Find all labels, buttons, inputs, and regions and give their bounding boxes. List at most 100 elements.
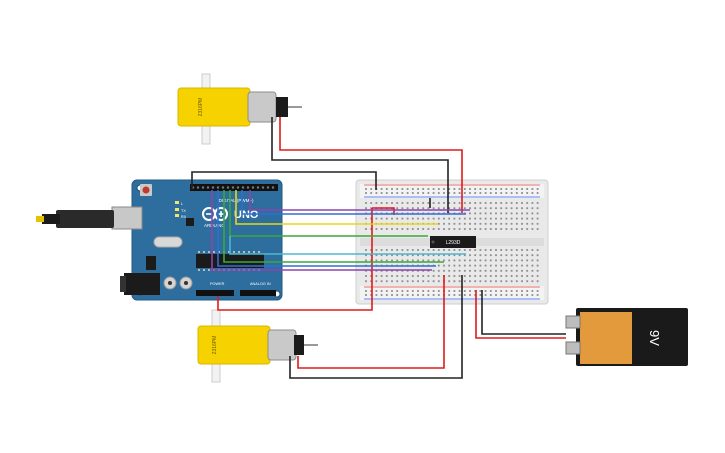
reset-button-cap[interactable]	[142, 186, 150, 194]
breadboard-hole	[427, 294, 430, 296]
breadboard-hole	[500, 188, 503, 190]
breadboard-hole	[417, 202, 419, 204]
board-brand: UNO	[234, 209, 259, 221]
breadboard-hole	[448, 264, 451, 267]
breadboard-hole	[231, 186, 235, 189]
breadboard-hole	[411, 188, 414, 190]
wire-red	[279, 117, 463, 213]
led-tx-label: TX	[181, 209, 186, 213]
breadboard-hole	[500, 249, 503, 251]
breadboard-hole	[385, 290, 388, 292]
dc-motor-bottom[interactable]: 2316PM	[197, 309, 318, 383]
breadboard-hole	[396, 259, 399, 262]
breadboard-hole	[526, 217, 529, 220]
breadboard-hole	[500, 228, 503, 230]
battery-terminal-negative	[565, 341, 581, 355]
breadboard-hole	[526, 212, 529, 215]
breadboard-hole	[495, 290, 497, 292]
analog-label: ANALOG IN	[250, 282, 271, 286]
breadboard-hole	[211, 186, 215, 189]
breadboard-hole	[469, 290, 471, 292]
breadboard-hole	[484, 254, 487, 257]
breadboard-hole	[453, 222, 456, 225]
breadboard-hole	[391, 228, 393, 230]
breadboard-hole	[422, 188, 425, 190]
breadboard-hole	[437, 280, 440, 283]
breadboard-hole	[458, 294, 461, 296]
breadboard-hole	[510, 202, 513, 204]
breadboard-hole	[448, 280, 451, 283]
breadboard-hole	[375, 259, 378, 262]
breadboard-hole	[505, 294, 508, 296]
breadboard-hole	[417, 188, 419, 190]
breadboard-hole	[495, 269, 497, 272]
breadboard-hole	[258, 251, 260, 253]
breadboard-hole	[474, 192, 477, 194]
breadboard-hole	[521, 259, 523, 262]
breadboard-hole	[521, 264, 523, 267]
arduino-uno[interactable]: DIGITAL (PWM~) UNO ARDUINO L TX RX	[36, 179, 283, 301]
breadboard-hole	[521, 217, 523, 220]
breadboard-hole	[469, 228, 471, 230]
breadboard-hole	[448, 290, 451, 292]
breadboard-hole	[406, 290, 409, 292]
breadboard-hole	[443, 222, 445, 225]
breadboard-hole	[406, 207, 409, 210]
breadboard-hole	[370, 192, 373, 194]
breadboard-hole	[385, 294, 388, 296]
breadboard-hole	[453, 192, 456, 194]
breadboard-hole	[495, 254, 497, 257]
breadboard-hole	[380, 294, 383, 296]
breadboard-hole	[515, 192, 518, 194]
breadboard-hole	[427, 290, 430, 292]
breadboard-hole	[479, 264, 482, 267]
dc-motor-top[interactable]: 2316PM	[177, 73, 302, 145]
breadboard-hole	[500, 269, 503, 272]
breadboard-hole	[495, 259, 497, 262]
breadboard-hole	[396, 290, 399, 292]
l293d-chip[interactable]: L293D	[430, 236, 476, 248]
breadboard-hole	[510, 290, 513, 292]
breadboard-hole	[380, 254, 383, 257]
breadboard-hole	[453, 259, 456, 262]
breadboard-hole	[437, 294, 440, 296]
breadboard-hole	[443, 264, 445, 267]
wire-blue	[217, 190, 436, 267]
led-l-label: L	[181, 202, 183, 206]
breadboard-hole	[500, 294, 503, 296]
breadboard-hole	[437, 249, 440, 251]
breadboard-hole	[422, 294, 425, 296]
breadboard-hole	[536, 275, 539, 277]
breadboard-hole	[500, 259, 503, 262]
breadboard-hole	[458, 222, 461, 225]
breadboard-hole	[401, 259, 404, 262]
breadboard-hole	[500, 192, 503, 194]
breadboard-hole	[191, 186, 195, 189]
breadboard-hole	[531, 207, 534, 210]
breadboard-hole	[526, 228, 529, 230]
breadboard-hole	[417, 275, 419, 277]
breadboard-hole	[484, 207, 487, 210]
breadboard-hole	[479, 249, 482, 251]
breadboard-hole	[248, 251, 250, 253]
battery-terminal-positive	[565, 315, 581, 329]
breadboard-hole	[505, 275, 508, 277]
breadboard-hole	[385, 217, 388, 220]
breadboard-hole	[401, 207, 404, 210]
breadboard-hole	[453, 228, 456, 230]
breadboard-hole	[536, 290, 539, 292]
breadboard-hole	[484, 280, 487, 283]
breadboard-hole	[443, 217, 445, 220]
breadboard-hole	[406, 202, 409, 204]
battery-9v[interactable]: 9V	[565, 308, 688, 366]
breadboard-hole	[396, 202, 399, 204]
breadboard-hole	[437, 269, 440, 272]
breadboard-hole	[469, 294, 471, 296]
breadboard-hole	[463, 290, 466, 292]
breadboard-hole	[396, 249, 399, 251]
breadboard-hole	[453, 269, 456, 272]
breadboard-hole	[365, 290, 367, 292]
breadboard-hole	[510, 217, 513, 220]
breadboard-hole	[531, 280, 534, 283]
